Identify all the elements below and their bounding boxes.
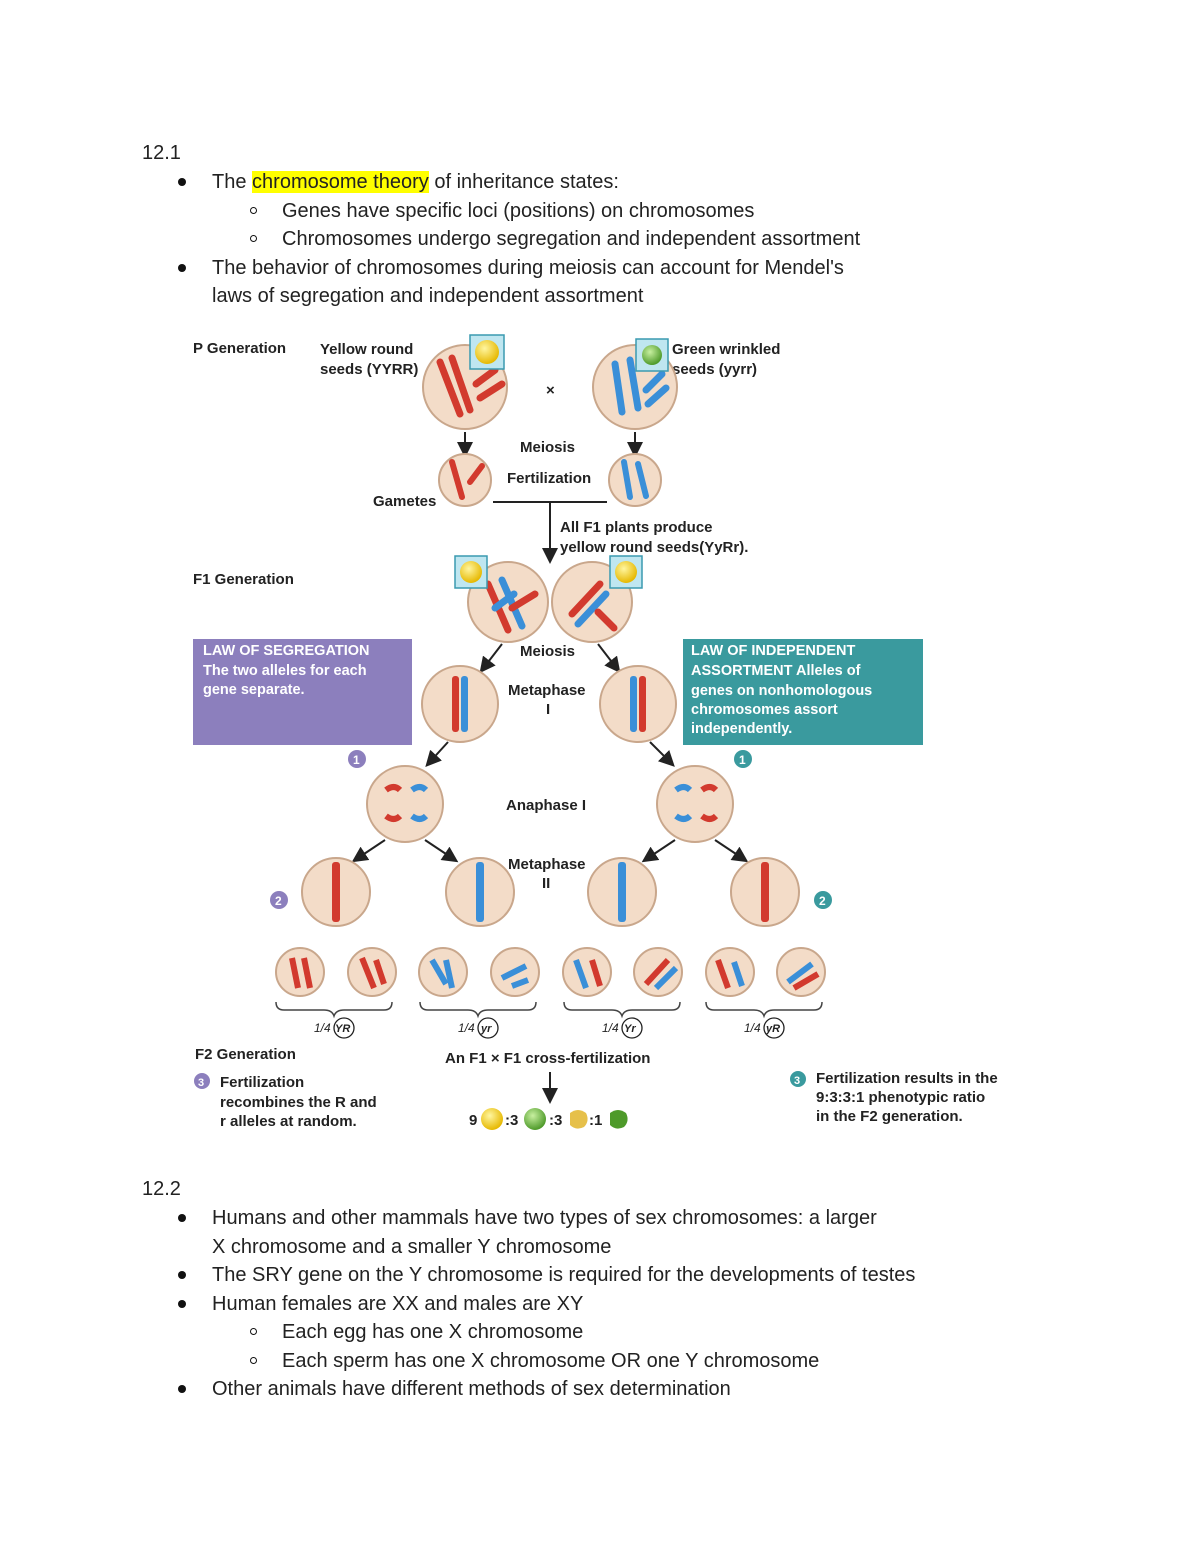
sub-list-item: Chromosomes undergo segregation and inde… [212,225,1100,254]
gamete-fraction-4: 1/4 [744,1021,761,1035]
step-1-badge-left [348,750,366,768]
fert-note-2: recombines the R and [220,1094,377,1111]
text-span: The [212,171,253,193]
anaphase1-cell-right [656,765,734,843]
ratio-1: :1 [589,1112,602,1129]
f2-generation-label: F2 Generation [195,1046,296,1063]
fertilization-label: Fertilization [507,470,591,487]
figure-svg: P Generation Yellow round seeds (YYRR) G… [193,334,998,1130]
ratio-note-2: 9:3:3:1 phenotypic ratio [816,1089,985,1106]
law-of-independent-assortment-box: LAW OF INDEPENDENT ASSORTMENT Alleles of… [683,639,923,745]
bullet-list: The chromosome theory of inheritance sta… [0,168,1100,311]
green-wrinkled-label: Green wrinkled [672,341,780,358]
law-ind-body1: ASSORTMENT Alleles of [691,663,861,679]
yellow-round-seed-icon [481,1108,503,1130]
p-generation-label: P Generation [193,340,286,357]
list-item: Other animals have different methods of … [0,1375,1100,1404]
ratio-3b: :3 [549,1112,562,1129]
p-cell-yellow [422,334,508,430]
f1-cell-right [551,555,643,643]
list-item: The SRY gene on the Y chromosome is requ… [0,1261,1100,1290]
anaphase1-label: Anaphase I [506,797,586,814]
step-3-badge-left [194,1073,210,1089]
step-2-label-right: 2 [819,894,826,908]
step-1-badge-right [734,750,752,768]
sub-list-item: Each sperm has one X chromosome OR one Y… [212,1347,1100,1376]
metaphase1-cell-left [421,665,499,743]
p-cell-green [592,338,678,430]
cross-symbol: × [546,382,555,399]
gamete-type-1: YR [335,1023,350,1035]
law-seg-body1: The two alleles for each [203,663,367,679]
metaphase1-label-2: I [546,701,550,718]
list-item: Human females are XX and males are XY Ea… [0,1290,1100,1376]
gamete-green [608,453,662,507]
step-2-badge-left [270,891,288,909]
f1-cell-left [454,555,549,643]
metaphase2-label: Metaphase [508,856,586,873]
step-1-label-left: 1 [353,753,360,767]
law-seg-body2: gene separate. [203,682,305,698]
gamete-fraction-1: 1/4 [314,1021,331,1035]
step-3-label-left: 3 [198,1077,204,1089]
f1-note-line1: All F1 plants produce [560,519,713,536]
gamete-type-2: yr [480,1023,492,1035]
ratio-9: 9 [469,1112,477,1129]
cross-fertilization-label: An F1 × F1 cross-fertilization [445,1050,650,1067]
gamete-type-4: yR [765,1023,780,1035]
ratio-note-1: Fertilization results in the [816,1070,998,1087]
law-seg-title: LAW OF SEGREGATION [203,643,369,659]
gamete-yellow [438,453,492,507]
section-number: 12.2 [142,1178,181,1200]
section-number: 12.1 [142,142,181,164]
list-item: The behavior of chromosomes during meios… [0,254,1100,311]
sub-list-item: Each egg has one X chromosome [212,1318,1100,1347]
step-3-label-right: 3 [794,1075,800,1087]
green-round-seed-icon [524,1108,546,1130]
step-1-label-right: 1 [739,753,746,767]
list-item: Humans and other mammals have two types … [0,1204,1100,1261]
sub-list-item: Genes have specific loci (positions) on … [212,197,1100,226]
law-ind-body4: independently. [691,721,792,737]
step-3-badge-right [790,1071,806,1087]
yellow-round-label-2: seeds (YYRR) [320,361,418,378]
anaphase1-cell-left [366,765,444,843]
text-span: of inheritance states: [428,171,619,193]
law-ind-body3: chromosomes assort [691,702,838,718]
meiosis-label-2: Meiosis [520,643,575,660]
step-2-badge-right [814,891,832,909]
highlighted-term: chromosome theory [252,171,429,193]
metaphase2-cells [301,857,800,927]
fert-note-3: r alleles at random. [220,1113,357,1130]
text-span: Human females are XX and males are XY [212,1292,584,1315]
metaphase1-label: Metaphase [508,682,586,699]
yellow-round-label: Yellow round [320,341,413,358]
f1-generation-label: F1 Generation [193,571,294,588]
law-ind-title: LAW OF INDEPENDENT [691,643,855,659]
gametes-label: Gametes [373,493,436,510]
gamete-type-3: Yr [624,1023,636,1035]
gamete-fraction-3: 1/4 [602,1021,619,1035]
green-wrinkled-seed-icon [610,1110,628,1129]
step-2-label-left: 2 [275,894,282,908]
sub-list: Genes have specific loci (positions) on … [212,197,1100,254]
list-item: The chromosome theory of inheritance sta… [0,168,1100,254]
f1-note-line2: yellow round seeds(YyRr). [560,539,748,556]
ratio-3a: :3 [505,1112,518,1129]
yellow-wrinkled-seed-icon [570,1110,588,1129]
ratio-note-3: in the F2 generation. [816,1108,963,1125]
sub-list: Each egg has one X chromosome Each sperm… [212,1318,1100,1375]
f2-gametes [275,947,826,997]
mendel-meiosis-figure: P Generation Yellow round seeds (YYRR) G… [190,332,1040,1137]
green-wrinkled-label-2: seeds (yyrr) [672,361,757,378]
law-of-segregation-box: LAW OF SEGREGATION The two alleles for e… [193,639,412,745]
law-ind-body2: genes on nonhomologous [691,683,872,699]
bullet-list: Humans and other mammals have two types … [0,1204,1100,1404]
gamete-fraction-2: 1/4 [458,1021,475,1035]
metaphase2-label-2: II [542,875,550,892]
meiosis-label: Meiosis [520,439,575,456]
metaphase1-cell-right [599,665,677,743]
fert-note-1: Fertilization [220,1074,304,1091]
